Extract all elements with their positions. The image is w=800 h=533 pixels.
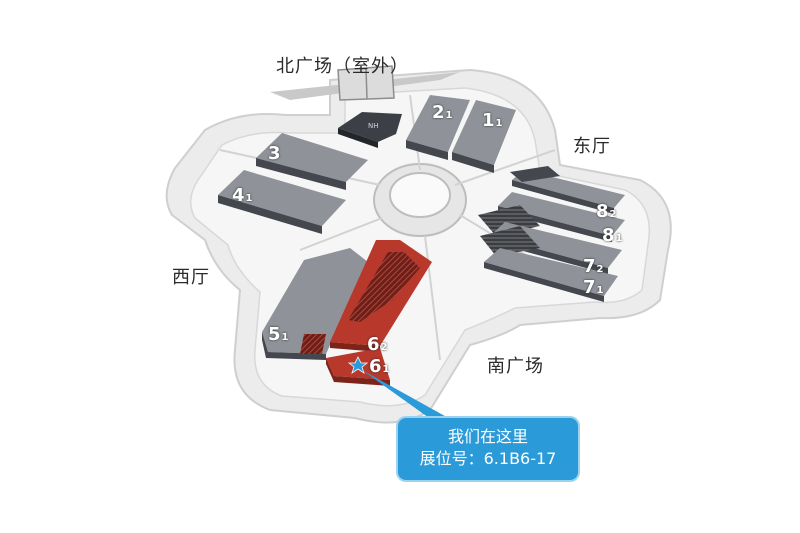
hall-7-2[interactable] xyxy=(480,222,622,274)
booth-callout: 我们在这里 展位号：6.1B6-17 xyxy=(398,418,578,480)
area-label-west-hall: 西厅 xyxy=(172,267,210,288)
callout-booth-number: 展位号：6.1B6-17 xyxy=(419,449,557,468)
hall-3[interactable] xyxy=(256,133,368,190)
hall-label-7-2: 72 xyxy=(583,256,604,277)
callout-pointer xyxy=(362,370,452,420)
location-star-icon xyxy=(347,356,369,374)
hall-2-1[interactable] xyxy=(406,95,470,160)
hall-entry-block: NH xyxy=(338,112,402,148)
hall-7-1[interactable] xyxy=(484,248,618,302)
hall-6-2[interactable] xyxy=(330,240,432,352)
area-label-east-hall: 东厅 xyxy=(573,136,611,157)
area-label-north-plaza: 北广场（室外） xyxy=(276,56,409,77)
hall-label-8-2: 82 xyxy=(596,201,617,222)
callout-title: 我们在这里 xyxy=(447,427,528,446)
hall-label-7-1: 71 xyxy=(583,277,604,298)
hall-label-1-1: 11 xyxy=(482,110,503,131)
hall-4-1[interactable] xyxy=(218,170,346,234)
hall-label-8-1: 81 xyxy=(602,225,623,246)
hall-8-2[interactable] xyxy=(510,166,625,214)
area-label-south-plaza: 南广场 xyxy=(487,356,544,377)
hall-1-1[interactable] xyxy=(452,100,516,173)
svg-text:NH: NH xyxy=(368,122,379,130)
hall-label-6-2: 62 xyxy=(367,334,388,355)
center-rotunda xyxy=(373,163,467,237)
hall-label-4-1: 41 xyxy=(232,185,253,206)
hall-label-3: 3 xyxy=(268,143,281,164)
north-plaza-roof xyxy=(270,65,460,101)
hall-5-1[interactable] xyxy=(262,248,368,360)
hall-label-5-1: 51 xyxy=(268,324,289,345)
hall-label-6-1: 61 xyxy=(369,356,390,377)
hall-label-2-1: 21 xyxy=(432,102,453,123)
